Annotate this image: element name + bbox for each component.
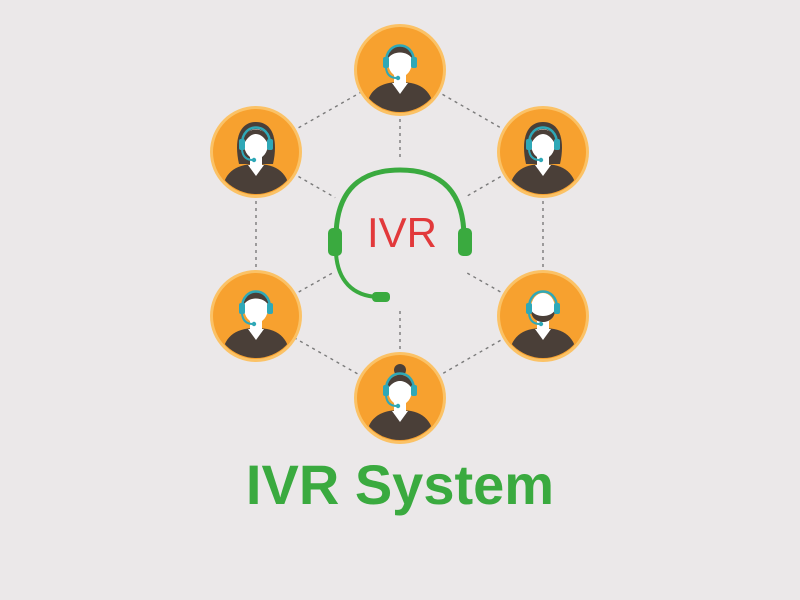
female-agent-icon <box>366 364 434 440</box>
bearded-agent-icon <box>509 290 577 358</box>
male-agent-icon <box>366 44 434 112</box>
agent-node-top <box>354 24 446 116</box>
agent-node-lower-right <box>497 270 589 362</box>
male-agent-icon <box>222 290 290 358</box>
agent-node-upper-left <box>210 106 302 198</box>
headset-left-cup-icon <box>328 228 342 256</box>
headset-mic-icon <box>372 292 390 302</box>
agent-node-upper-right <box>497 106 589 198</box>
hub-label: IVR <box>367 209 437 256</box>
agent-node-lower-left <box>210 270 302 362</box>
headset-right-cup-icon <box>458 228 472 256</box>
female-agent-icon <box>222 122 290 194</box>
agent-nodes <box>210 24 589 444</box>
female-agent-icon <box>509 122 577 194</box>
headset-band-icon <box>333 167 467 241</box>
headset-mic-arm-icon <box>334 252 380 299</box>
ivr-hub: IVR <box>328 167 472 302</box>
page-title: IVR System <box>245 453 555 516</box>
agent-node-bottom <box>354 352 446 444</box>
